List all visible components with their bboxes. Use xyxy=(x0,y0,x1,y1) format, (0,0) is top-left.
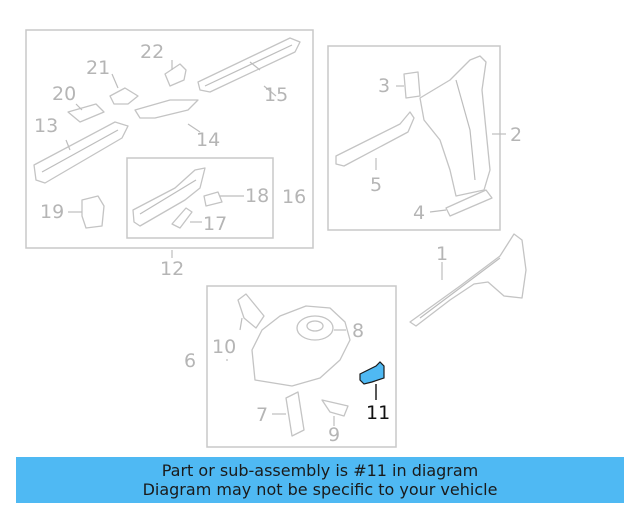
part-9-bracket xyxy=(321,399,349,417)
part-7-bracket xyxy=(285,391,305,437)
callout-5: 5 xyxy=(370,174,382,196)
part-14-bracket xyxy=(134,99,199,119)
part-19-bracket xyxy=(81,195,105,229)
callout-21: 21 xyxy=(86,57,110,79)
part-18-bracket xyxy=(203,191,223,207)
callout-1: 1 xyxy=(436,243,448,265)
part-16-subassembly xyxy=(132,167,206,227)
info-banner: Part or sub-assembly is #11 in diagram D… xyxy=(16,457,624,503)
callout-11: 11 xyxy=(366,402,390,424)
callout-16: 16 xyxy=(282,186,306,208)
part-2-apron xyxy=(419,55,491,197)
part-10-bracket xyxy=(237,293,265,329)
part-4-bracket xyxy=(445,189,493,217)
group-box-12 xyxy=(25,29,314,249)
callout-19: 19 xyxy=(40,201,64,223)
callout-8: 8 xyxy=(352,320,364,342)
part-21-bracket xyxy=(109,87,139,105)
callout-18: 18 xyxy=(245,185,269,207)
callout-12: 12 xyxy=(160,258,184,280)
part-3-bracket xyxy=(403,71,421,99)
callout-6: 6 xyxy=(184,350,196,372)
callout-15: 15 xyxy=(264,84,288,106)
callout-17: 17 xyxy=(203,213,227,235)
callout-4: 4 xyxy=(413,202,425,224)
part-5-rail xyxy=(335,111,415,167)
part-8-strut-tower xyxy=(251,305,351,387)
part-11-bracket-highlighted xyxy=(359,361,385,385)
callout-3: 3 xyxy=(378,75,390,97)
callout-7: 7 xyxy=(256,404,268,426)
callout-10: 10 xyxy=(212,336,236,358)
part-1-fender xyxy=(409,233,527,327)
callout-13: 13 xyxy=(34,115,58,137)
part-20-bracket xyxy=(67,103,105,123)
banner-line-1: Part or sub-assembly is #11 in diagram xyxy=(161,461,479,480)
callout-14: 14 xyxy=(196,129,220,151)
callout-9: 9 xyxy=(328,424,340,446)
part-13-rail xyxy=(33,121,129,184)
callout-2: 2 xyxy=(510,124,522,146)
callout-20: 20 xyxy=(52,83,76,105)
part-17-bracket xyxy=(171,207,193,229)
banner-line-2: Diagram may not be specific to your vehi… xyxy=(142,480,498,499)
group-box-16 xyxy=(126,157,274,239)
part-22-bracket xyxy=(164,63,187,87)
part-15-rail xyxy=(197,37,301,93)
callout-22: 22 xyxy=(140,41,164,63)
group-box-6 xyxy=(206,285,397,448)
group-box-2 xyxy=(327,45,501,231)
